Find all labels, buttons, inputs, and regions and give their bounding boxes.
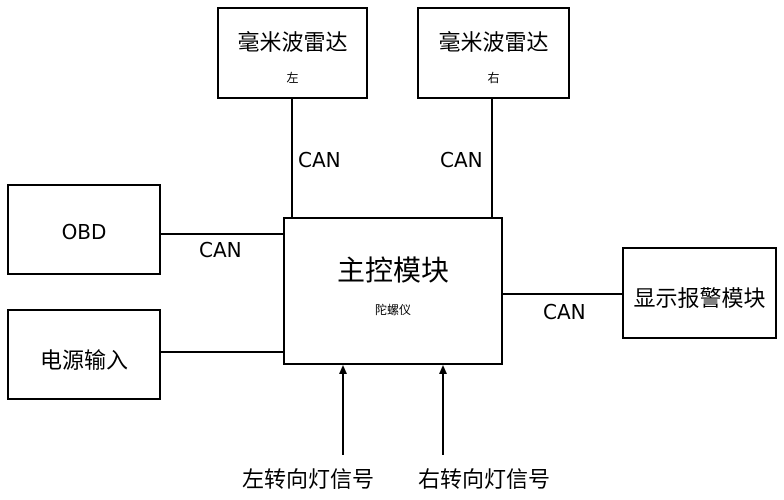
radar-right-title: 毫米波雷达	[438, 31, 549, 56]
radar-left-box: 毫米波雷达 左	[217, 7, 368, 99]
display-alarm-label: 显示报警模块	[633, 287, 766, 312]
right-turn-signal-label: 右转向灯信号	[418, 468, 551, 493]
radar-right-box: 毫米波雷达 右	[417, 7, 570, 99]
obd-label: OBD	[61, 220, 107, 244]
can-label-obd: CAN	[199, 238, 242, 262]
radar-left-title: 毫米波雷达	[237, 31, 348, 56]
can-label-radar-right: CAN	[440, 148, 483, 172]
radar-left-sub: 左	[286, 71, 299, 85]
main-module-sub: 陀螺仪	[374, 303, 411, 317]
obd-box: OBD	[7, 184, 161, 275]
arrowhead-left-turn	[339, 365, 347, 374]
arrowhead-right-turn	[439, 365, 447, 374]
left-turn-signal-label: 左转向灯信号	[242, 468, 375, 493]
can-label-display: CAN	[543, 300, 586, 324]
power-input-box: 电源输入	[7, 309, 161, 400]
main-module-box: 主控模块 陀螺仪	[283, 217, 503, 365]
main-module-title: 主控模块	[336, 254, 449, 287]
power-input-label: 电源输入	[39, 349, 128, 374]
display-alarm-box: 显示报警模块	[622, 247, 777, 339]
can-label-radar-left: CAN	[298, 148, 341, 172]
radar-right-sub: 右	[487, 71, 500, 85]
